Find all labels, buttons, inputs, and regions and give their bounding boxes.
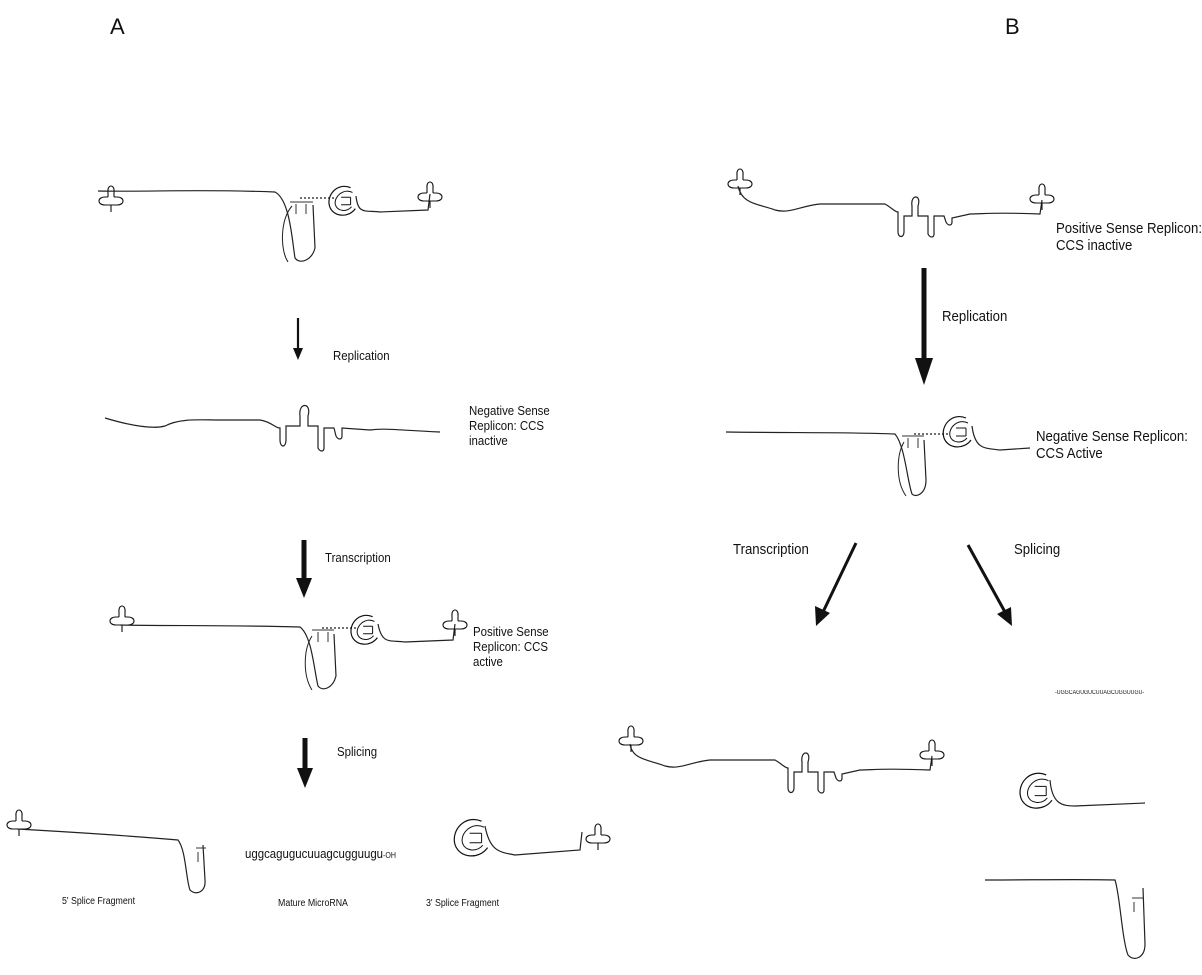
b-pos-label-block: Positive Sense Replicon: CCS inactive <box>1056 220 1202 254</box>
a-5prime-fragment <box>7 810 206 893</box>
a-pos-line1: Positive Sense <box>473 624 549 639</box>
b-pos-line2: CCS inactive <box>1056 237 1202 254</box>
a-arrow-replication <box>293 318 303 360</box>
a-pos-replicon-top <box>98 182 442 262</box>
b-pos-line1: Positive Sense Replicon: <box>1056 220 1202 237</box>
a-transcription-label: Transcription <box>325 550 391 565</box>
a-pos-label-block: Positive Sense Replicon: CCS active <box>473 624 549 669</box>
a-neg-line1: Negative Sense <box>469 403 550 418</box>
b-pos-replicon <box>728 169 1054 237</box>
a-3prime-fragment <box>454 819 610 855</box>
a-mirna-oh: -OH <box>383 851 396 860</box>
panel-b-label: B <box>1005 14 1020 40</box>
a-mature-mirna-label: Mature MicroRNA <box>278 896 348 911</box>
b-splicing-label: Splicing <box>1014 541 1060 558</box>
b-neg-replicon <box>726 417 1030 496</box>
b-neg-label-block: Negative Sense Replicon: CCS Active <box>1036 428 1188 462</box>
b-replication-label: Replication <box>942 308 1007 325</box>
b-transcription-label: Transcription <box>733 541 809 558</box>
a-neg-line2: Replicon: CCS <box>469 418 550 433</box>
a-neg-line3: inactive <box>469 433 550 448</box>
b-arrow-splicing <box>968 545 1012 626</box>
b-neg-line1: Negative Sense Replicon: <box>1036 428 1188 445</box>
a-3prime-label: 3' Splice Fragment <box>426 896 499 911</box>
a-neg-replicon <box>105 406 440 452</box>
b-arrow-transcription <box>815 543 856 626</box>
a-pos-replicon-active <box>110 606 467 690</box>
a-arrow-transcription <box>296 540 312 598</box>
b-3prime-fragment <box>1020 773 1145 808</box>
panel-a-label: A <box>110 14 125 40</box>
b-neg-line2: CCS Active <box>1036 445 1188 462</box>
a-arrow-splicing <box>297 738 313 788</box>
a-splicing-label: Splicing <box>337 744 377 759</box>
a-top-strand <box>98 191 315 262</box>
a-pos-line3: active <box>473 654 549 669</box>
b-arrow-replication <box>915 268 933 385</box>
a-mirna-seq-text: uggcagugucuuagcugguugu <box>245 846 383 861</box>
a-mirna-sequence: uggcagugucuuagcugguugu-OH <box>245 846 396 863</box>
b-transcribed-replicon <box>619 726 944 793</box>
a-5prime-label: 5' Splice Fragment <box>62 894 135 909</box>
a-replication-label: Replication <box>333 348 390 363</box>
a-neg-label-block: Negative Sense Replicon: CCS inactive <box>469 403 550 448</box>
b-5prime-fragment <box>985 880 1145 959</box>
a-pos-line2: Replicon: CCS <box>473 639 549 654</box>
b-mirna-sequence: -UGGCAGUGUCUUAGCUGGUUGU- <box>1055 686 1144 701</box>
